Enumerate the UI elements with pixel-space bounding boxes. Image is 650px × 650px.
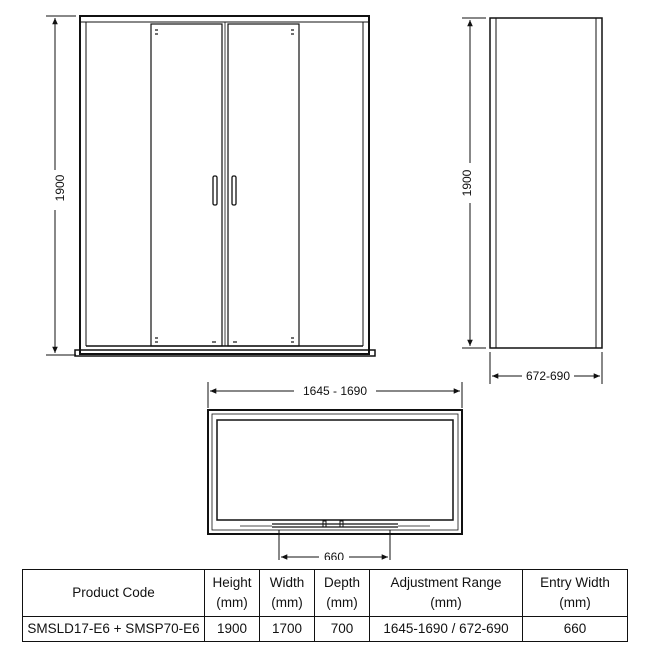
cell-product-code: SMSLD17-E6 + SMSP70-E6 bbox=[22, 616, 205, 642]
cell-entry-width: 660 bbox=[522, 616, 628, 642]
technical-drawing: 1900 1900 672-690 1645 - 1690 bbox=[45, 15, 603, 560]
left-door-handle-icon bbox=[212, 175, 218, 206]
cell-depth: 700 bbox=[314, 616, 370, 642]
right-door-handle-icon bbox=[231, 175, 237, 206]
cell-adjustment-range: 1645-1690 / 672-690 bbox=[369, 616, 523, 642]
cell-width: 1700 bbox=[259, 616, 315, 642]
plan-entry-label: 660 bbox=[324, 550, 344, 560]
header-height: Height(mm) bbox=[204, 569, 260, 617]
front-height-label: 1900 bbox=[53, 174, 67, 201]
plan-view bbox=[207, 409, 463, 535]
side-elevation bbox=[489, 17, 603, 349]
header-entry-width: Entry Width(mm) bbox=[522, 569, 628, 617]
side-height-label: 1900 bbox=[460, 169, 474, 196]
header-product-code: Product Code bbox=[22, 569, 205, 617]
spec-table: Product Code Height(mm) Width(mm) Depth(… bbox=[22, 569, 628, 642]
front-elevation bbox=[74, 15, 376, 357]
side-depth-label: 672-690 bbox=[526, 369, 570, 383]
plan-right-handle-icon bbox=[339, 520, 344, 528]
header-width: Width(mm) bbox=[259, 569, 315, 617]
cell-height: 1900 bbox=[204, 616, 260, 642]
plan-left-handle-icon bbox=[322, 520, 327, 528]
header-adjustment-range: Adjustment Range(mm) bbox=[369, 569, 523, 617]
plan-width-label: 1645 - 1690 bbox=[303, 384, 367, 398]
header-depth: Depth(mm) bbox=[314, 569, 370, 617]
table-row: SMSLD17-E6 + SMSP70-E6 1900 1700 700 164… bbox=[22, 616, 628, 642]
spec-header-row: Product Code Height(mm) Width(mm) Depth(… bbox=[22, 569, 628, 617]
